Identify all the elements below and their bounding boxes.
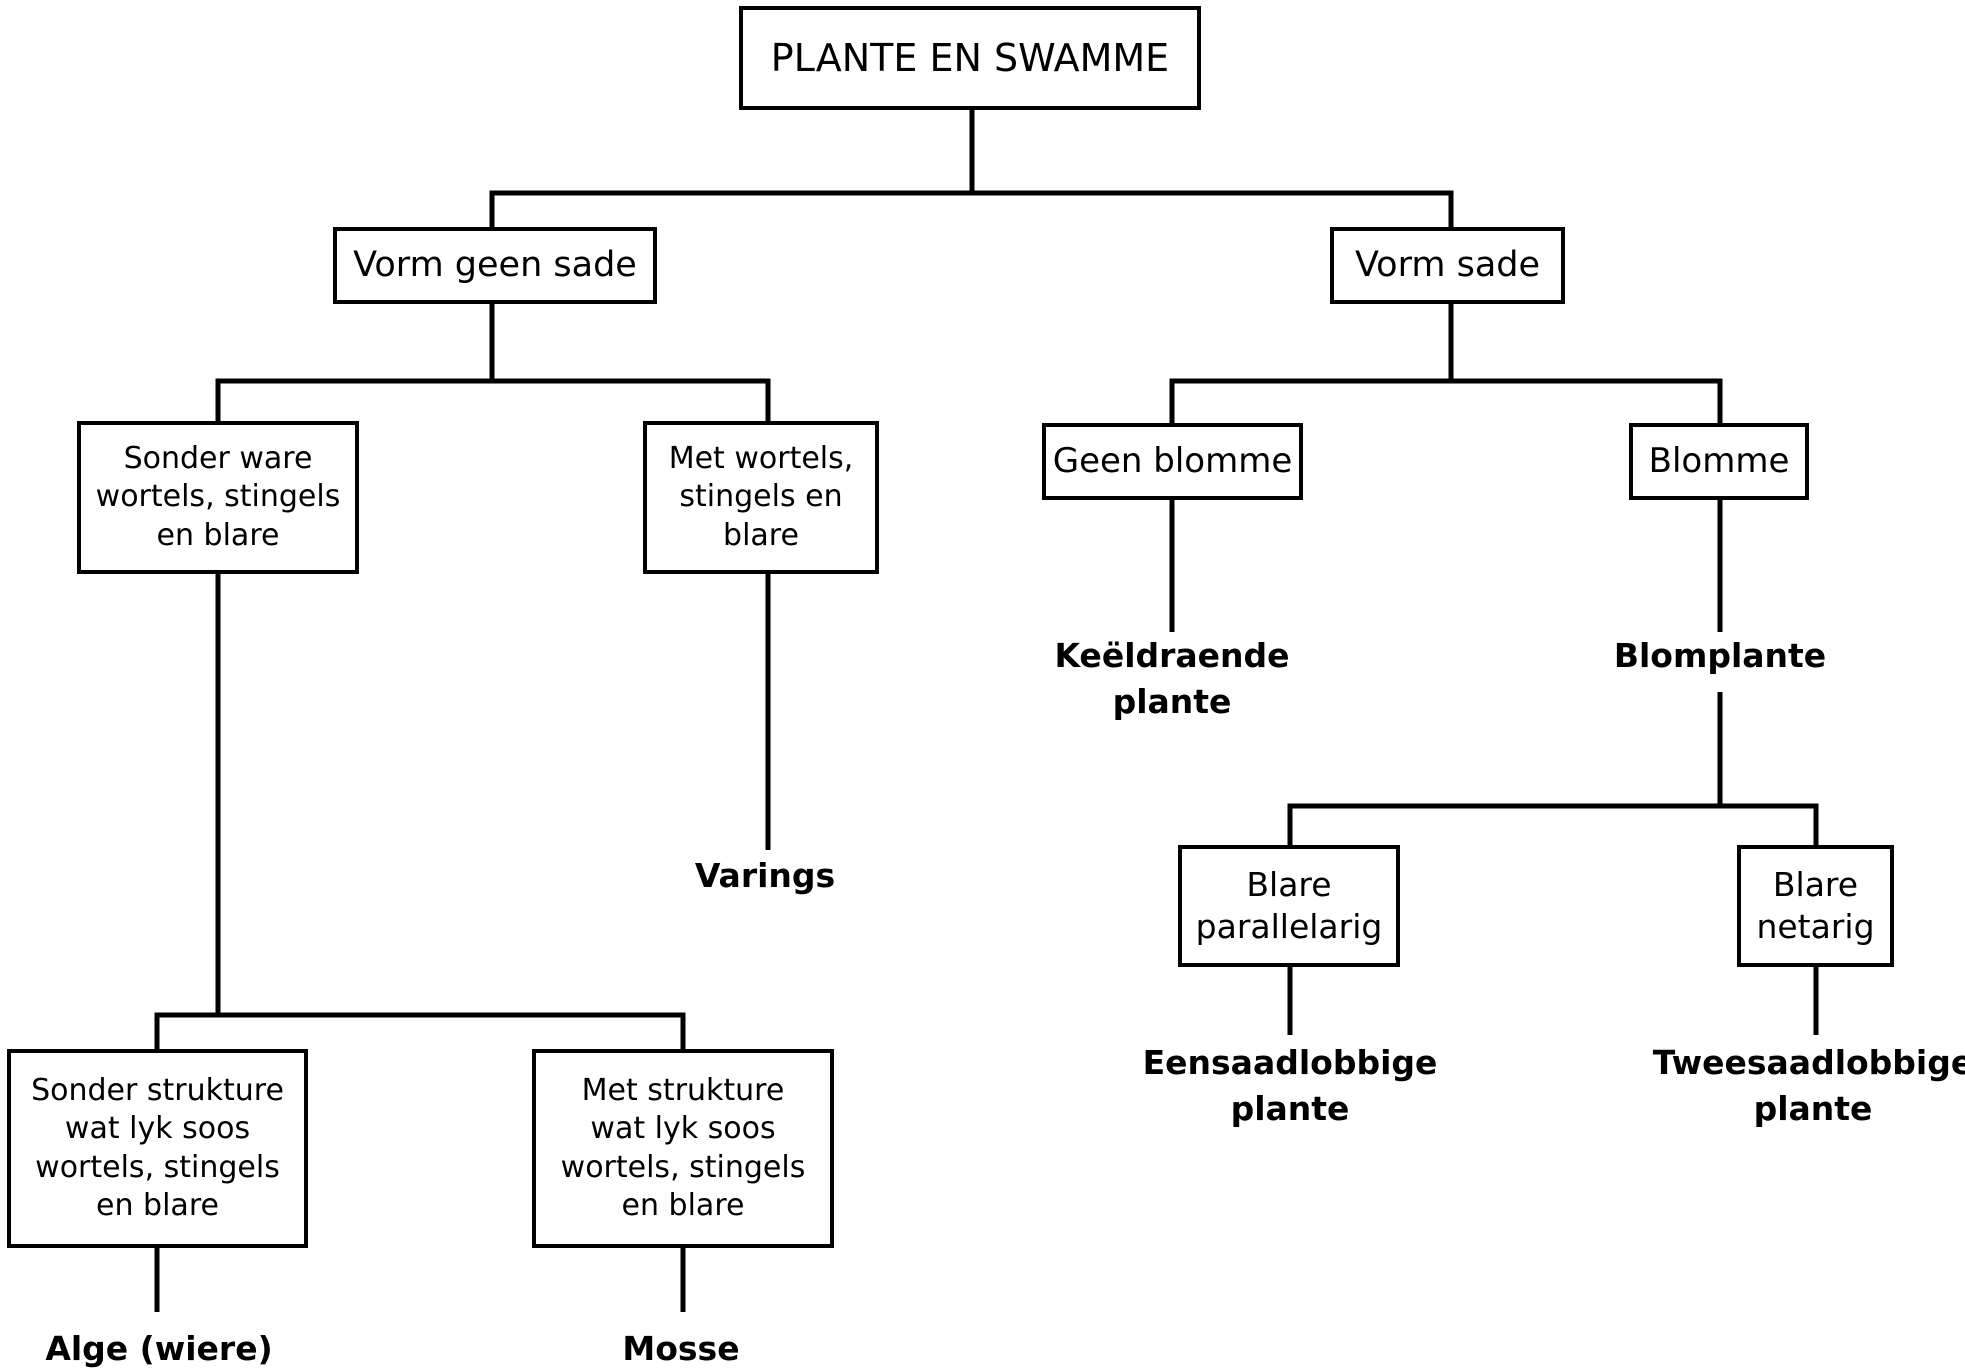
connector-without-organs-split xyxy=(154,1012,686,1049)
without-organs-label: Sonder ware wortels, stingels en blare xyxy=(95,440,341,553)
result-dicots: Tweesaadlobbige plante xyxy=(1652,1043,1965,1129)
no-seeds-box: Vorm geen sade xyxy=(333,227,657,304)
flowers-label: Blomme xyxy=(1648,440,1790,481)
flowers-box: Blomme xyxy=(1629,423,1809,500)
connector-flowering-split xyxy=(1287,803,1819,845)
net-veins-box: Blare netarig xyxy=(1737,845,1894,967)
parallel-veins-box: Blare parallelarig xyxy=(1178,845,1400,967)
result-ferns: Varings xyxy=(694,856,836,895)
no-flowers-label: Geen blomme xyxy=(1052,440,1293,481)
with-organs-box: Met wortels, stingels en blare xyxy=(643,421,879,574)
result-algae: Alge (wiere) xyxy=(45,1329,273,1368)
result-monocots: Eensaadlobbige plante xyxy=(1142,1043,1438,1129)
connector-seeds-split xyxy=(1169,378,1723,423)
connector-root-split xyxy=(489,190,1454,227)
with-organs-label: Met wortels, stingels en blare xyxy=(668,440,854,553)
result-flowering-plants: Blomplante xyxy=(1613,636,1827,675)
with-structures-box: Met strukture wat lyk soos wortels, stin… xyxy=(532,1049,834,1248)
no-seeds-label: Vorm geen sade xyxy=(353,245,637,286)
parallel-veins-label: Blare parallelarig xyxy=(1195,864,1383,946)
without-organs-box: Sonder ware wortels, stingels en blare xyxy=(77,421,359,574)
root-label: PLANTE EN SWAMME xyxy=(770,35,1170,80)
connector-no-seeds-split xyxy=(215,378,771,421)
result-mosses: Mosse xyxy=(622,1329,740,1368)
with-structures-label: Met strukture wat lyk soos wortels, stin… xyxy=(560,1072,806,1223)
net-veins-label: Blare netarig xyxy=(1756,864,1875,946)
no-structures-box: Sonder strukture wat lyk soos wortels, s… xyxy=(7,1049,308,1248)
root-box: PLANTE EN SWAMME xyxy=(739,6,1201,110)
no-flowers-box: Geen blomme xyxy=(1042,423,1303,500)
no-structures-label: Sonder strukture wat lyk soos wortels, s… xyxy=(31,1072,284,1223)
seeds-label: Vorm sade xyxy=(1354,245,1541,286)
result-conifers: Keëldraende plante xyxy=(1054,636,1290,722)
seeds-box: Vorm sade xyxy=(1330,227,1565,304)
